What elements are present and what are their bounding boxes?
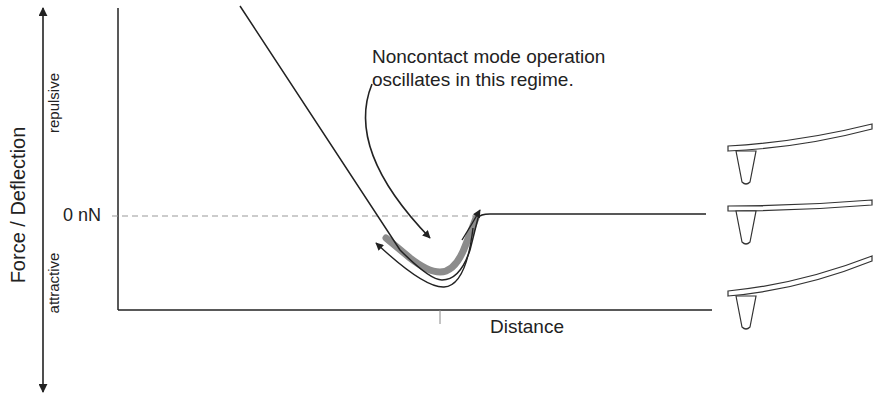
zero-line: [112, 215, 480, 216]
region-label: attractive: [45, 253, 63, 314]
force-curve: [240, 6, 706, 280]
x-axis: [118, 309, 712, 311]
region-label: repulsive: [45, 73, 63, 133]
oscillation-arrow: [376, 228, 473, 287]
axis-tick: [440, 310, 441, 324]
callout-note: Noncontact mode operation oscillates in …: [372, 46, 672, 92]
axis-label: Distance: [490, 316, 564, 339]
force-axis-arrow: [42, 8, 44, 392]
oscillation-arrow: [462, 210, 480, 240]
cantilever-icons: [728, 124, 872, 329]
callout-arrow: [365, 84, 430, 238]
axis-title: Force / Deflection: [6, 127, 30, 284]
zero-label: 0 nN: [61, 205, 103, 227]
y-axis: [117, 8, 119, 310]
